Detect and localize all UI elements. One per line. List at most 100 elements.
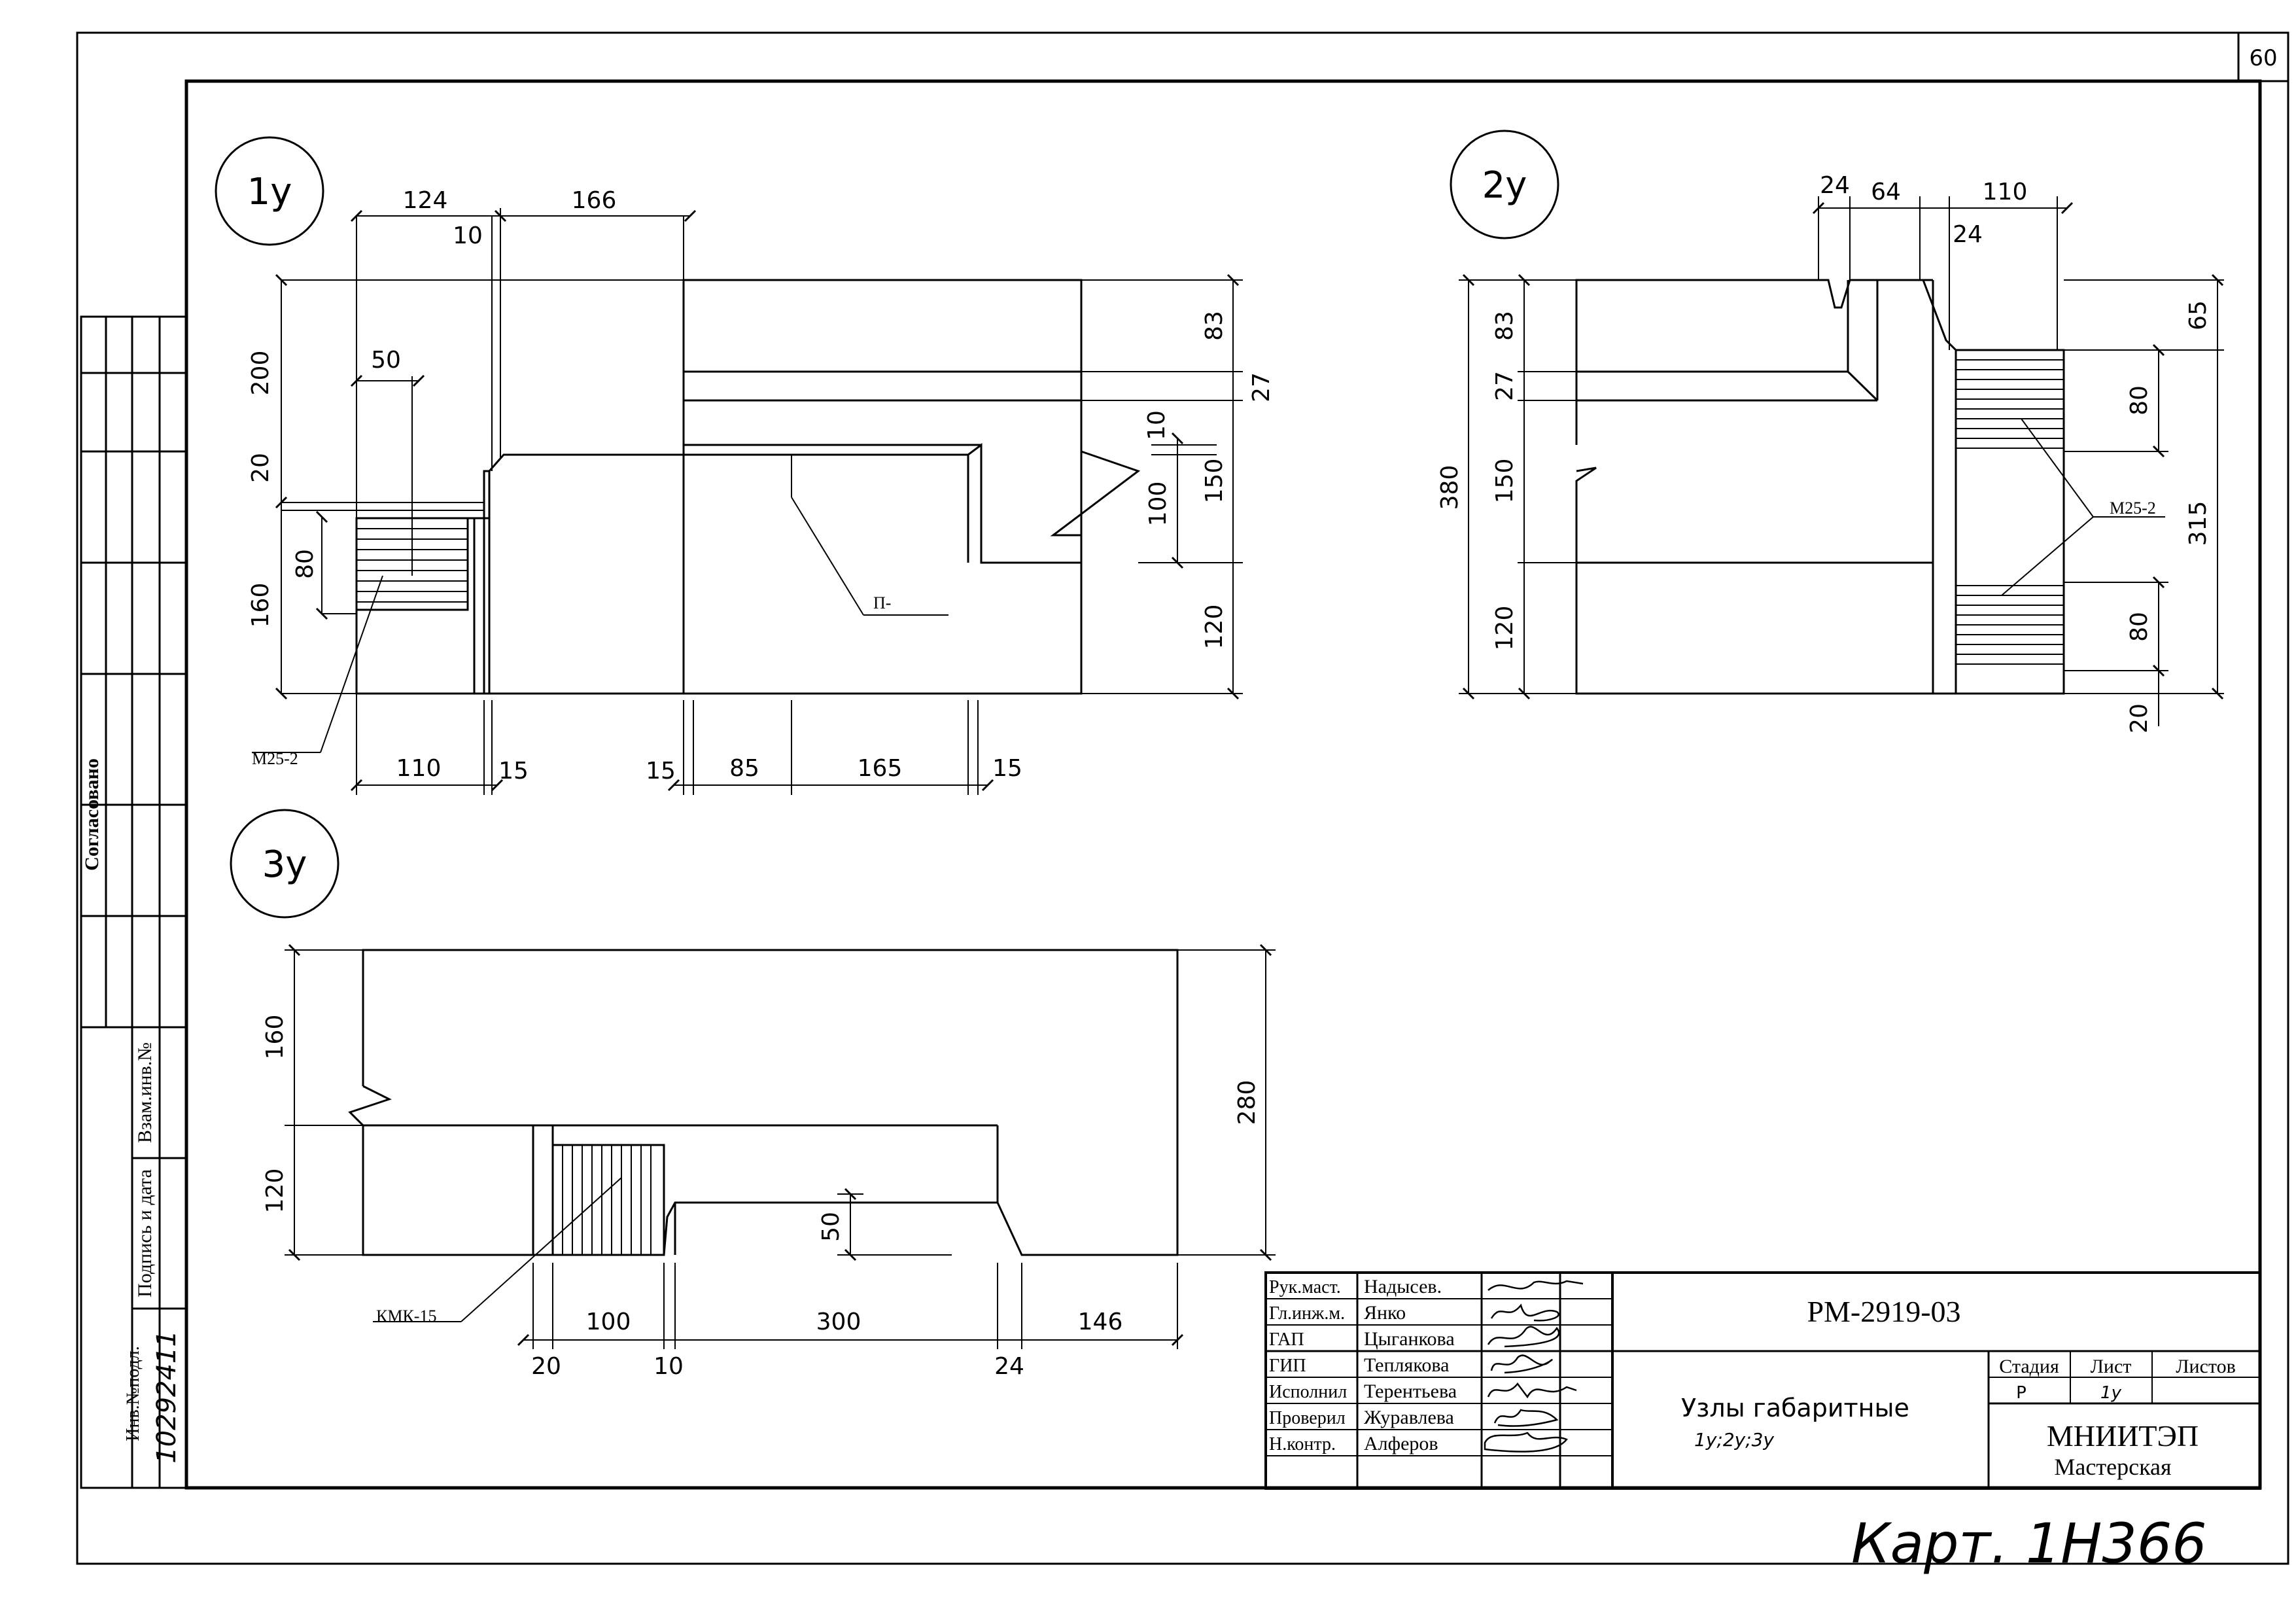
node-3y-label-kmk-15: КМК-15 [376,1307,436,1326]
side-inv-value: 10292411 [152,1330,182,1464]
node-2y-dim-83: 83 [1491,311,1518,341]
title-block-roles: Рук.маст. Надысев. Гл.инж.м. Янко ГАП Цы… [1269,1276,1457,1454]
sheet-label: Лист [2091,1356,2132,1377]
role-label: Н.контр. [1269,1434,1336,1454]
node-2y-dim-315: 315 [2185,501,2212,546]
stage-value: Р [2016,1383,2026,1403]
side-sign-date-label: Подпись и дата [134,1169,156,1297]
node-1y-dim-80: 80 [292,549,319,579]
node-3y-dim-20: 20 [531,1353,561,1380]
node-2y-title: 2у [1482,164,1527,207]
node-2y-dim-20: 20 [2126,703,2153,733]
node-1y: 1у [215,136,1275,795]
side-replace-inv-label: Взам.инв.№ [134,1042,156,1143]
node-2y-dim-120: 120 [1491,606,1518,651]
node-1y-dim-10-top: 10 [453,222,483,249]
role-name: Алферов [1364,1433,1438,1454]
node-2y-dim-80-bottom: 80 [2126,612,2153,642]
node-2y-dim-80-top: 80 [2126,385,2153,415]
handwritten-note: Карт. 1Н366 [1851,1511,2207,1576]
node-1y-dim-120: 120 [1201,605,1228,650]
drawing-title: Узлы габаритные [1681,1394,1909,1422]
node-1y-dim-27: 27 [1248,372,1275,402]
node-1y-dim-200: 200 [247,351,274,396]
node-1y-dim-20: 20 [247,453,274,483]
node-1y-dim-83: 83 [1201,311,1228,341]
org-name: МНИИТЭП [2047,1419,2199,1453]
node-2y-dim-24-a: 24 [1820,172,1850,199]
node-1y-dim-124: 124 [403,187,448,214]
node-1y-dim-10: 10 [1143,410,1170,440]
node-1y-dim-85: 85 [729,755,759,782]
node-1y-title: 1у [247,171,292,213]
sheets-label: Листов [2176,1356,2236,1377]
node-3y-dim-24: 24 [994,1353,1024,1380]
node-2y-label-m25-2: М25-2 [2110,499,2156,518]
node-2y-dim-64: 64 [1871,179,1901,205]
side-stamp [80,315,188,1489]
node-2y-dim-24-b: 24 [1953,221,1983,248]
node-1y-dim-15-a: 15 [498,758,529,784]
node-1y-geometry [355,279,1141,695]
node-3y-title: 3у [262,843,307,886]
node-1y-dim-110: 110 [396,755,442,782]
signatures [1484,1280,1584,1453]
role-label: ГИП [1269,1356,1306,1376]
node-1y-dimension-lines [252,208,1243,795]
node-1y-label-p: П- [873,593,891,612]
node-2y-dim-110: 110 [1983,179,2028,205]
role-label: Рук.маст. [1269,1277,1341,1297]
node-3y-circle [230,809,339,919]
node-2y-dimension-lines [1459,196,2224,726]
sheet-number: 60 [2249,45,2277,71]
role-name: Теплякова [1364,1354,1449,1376]
role-label: Гл.инж.м. [1269,1303,1345,1324]
title-block [1264,1271,2261,1490]
node-3y-dim-100: 100 [586,1309,631,1335]
node-1y-dim-150: 150 [1201,459,1228,504]
node-3y-dimension-lines [285,943,1276,1349]
stage-label: Стадия [1999,1356,2059,1377]
node-1y-circle [215,136,324,246]
node-3y: 3у [230,809,1276,1380]
node-1y-dim-50: 50 [371,347,401,374]
node-1y-dim-100: 100 [1145,482,1172,527]
node-3y-dim-146: 146 [1078,1309,1123,1335]
node-1y-dim-160: 160 [247,583,274,628]
node-1y-dim-15-c: 15 [992,755,1022,782]
sheet-value: 1у [2100,1383,2122,1403]
side-inv-no-label: Инв.№подл. [123,1346,143,1441]
role-name: Журавлева [1364,1407,1454,1428]
node-3y-dim-300: 300 [816,1309,861,1335]
node-2y-dim-150: 150 [1491,459,1518,504]
role-name: Терентьева [1364,1381,1457,1402]
node-2y: 2у [1436,130,2224,733]
node-3y-geometry [348,949,1179,1256]
node-1y-dim-166: 166 [572,187,617,214]
role-label: Исполнил [1269,1382,1347,1402]
drawing-subtitle: 1у;2у;3у [1694,1429,1774,1451]
node-1y-dim-15-b: 15 [646,758,676,784]
node-3y-dim-160: 160 [262,1015,288,1060]
node-2y-dim-65: 65 [2185,300,2212,330]
role-label: Проверил [1269,1408,1346,1428]
doc-code: РМ-2919-03 [1807,1295,1960,1328]
node-1y-dim-165: 165 [858,755,903,782]
node-3y-dim-280: 280 [1234,1080,1261,1125]
role-name: Надысев. [1364,1276,1442,1297]
node-2y-circle [1450,130,1559,239]
sheet-frame [76,31,2289,1565]
node-3y-dim-50: 50 [818,1212,844,1242]
side-agreed-label: Согласовано [81,758,103,871]
node-3y-dim-120: 120 [262,1169,288,1214]
org-dept: Мастерская [2054,1454,2171,1480]
node-2y-dim-380: 380 [1436,465,1463,510]
node-2y-dim-27: 27 [1491,371,1518,401]
node-3y-dim-10: 10 [653,1353,684,1380]
role-name: Цыганкова [1364,1328,1455,1350]
role-name: Янко [1364,1302,1406,1324]
role-label: ГАП [1269,1329,1304,1350]
node-2y-geometry [1575,279,2065,695]
node-1y-label-m25-2: М25-2 [252,749,298,768]
